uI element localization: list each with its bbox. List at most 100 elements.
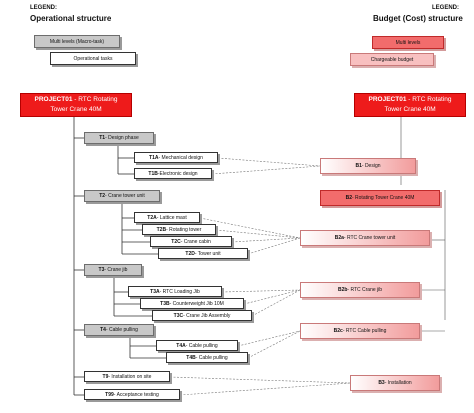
- task-t9[interactable]: T9 - Installation on site: [84, 371, 170, 382]
- task-t1a-code: T1A: [149, 154, 159, 161]
- task-t2a-label: - Lattice mast: [156, 214, 187, 221]
- task-t4[interactable]: T4 - Cable pulling: [84, 324, 154, 336]
- task-t1-label: - Design phase: [105, 135, 139, 141]
- map-t3c-b2b: [251, 289, 301, 317]
- budget-b2c-code: B2c: [333, 328, 343, 334]
- task-t4-code: T4: [100, 327, 106, 333]
- task-t1a-label: - Mechanical design: [158, 154, 203, 161]
- budget-b2b[interactable]: B2b - RTC Crane jib: [300, 282, 420, 298]
- budget-b2b-label: - RTC Crane jib: [347, 287, 383, 293]
- project-header-left: PROJECT01 - RTC Rotating Tower Crane 40M: [20, 93, 132, 117]
- task-t1b-code: T1B: [148, 170, 158, 177]
- task-t4b[interactable]: T4B - Cable pulling: [166, 352, 248, 363]
- task-t2a[interactable]: T2A - Lattice mast: [134, 212, 200, 223]
- task-t99[interactable]: T99 - Acceptance testing: [84, 389, 180, 400]
- budget-b2c-label: - RTC Cable pulling: [342, 328, 387, 334]
- budget-b2-code: B2: [345, 195, 352, 201]
- map-t9-b3: [169, 376, 351, 384]
- task-t4-label: - Cable pulling: [105, 327, 138, 333]
- task-t1b[interactable]: T1B -Electronic design: [134, 168, 212, 179]
- map-t2b-b2a: [215, 229, 301, 239]
- task-t2c-label: - Crane cabin: [180, 238, 211, 245]
- budget-b1-code: B1: [355, 163, 362, 169]
- task-t4a-code: T4A: [176, 342, 186, 349]
- map-t1a-b1: [217, 157, 321, 167]
- task-t4a-label: - Cable pulling: [185, 342, 218, 349]
- task-t3c-label: - Crane Jib Assembly: [183, 312, 231, 319]
- map-t3a-b2b: [221, 289, 301, 293]
- budget-b2c[interactable]: B2c - RTC Cable pulling: [300, 323, 420, 339]
- task-t2b-label: - Rotating tower: [166, 226, 202, 233]
- task-t2b-code: T2B: [156, 226, 167, 233]
- task-t2d[interactable]: T2D - Tower unit: [158, 248, 248, 259]
- task-t4b-code: T4B: [186, 354, 196, 361]
- mapping-lines: [169, 157, 351, 396]
- legend-left-title: Operational structure: [30, 14, 112, 23]
- budget-b3-label: - Installation: [384, 380, 412, 386]
- task-t3b-code: T3B: [160, 300, 170, 307]
- project-name-left: - RTC Rotating: [72, 96, 118, 103]
- map-t99-b3: [179, 382, 351, 396]
- legend-multi-levels-box: Multi levels: [372, 36, 444, 49]
- task-t99-label: - Acceptance testing: [113, 391, 159, 398]
- task-t3b[interactable]: T3B - Counterweight Jib 10M: [140, 298, 244, 309]
- task-t3c-code: T3C: [173, 312, 184, 319]
- project-header-right: PROJECT01 - RTC Rotating Tower Crane 40M: [354, 93, 466, 117]
- task-t1-code: T1: [99, 135, 106, 141]
- task-t3b-label: - Counterweight Jib 10M: [169, 300, 224, 307]
- budget-b2a[interactable]: B2a - RTC Crane tower unit: [300, 230, 430, 246]
- task-t4b-label: - Cable pulling: [195, 354, 228, 361]
- map-t2d-b2a: [247, 237, 301, 255]
- map-t4b-b2c: [247, 330, 301, 359]
- task-t2-label: - Crane tower unit: [105, 193, 145, 199]
- legend-chargeable-budget-box: Chargeable budget: [350, 53, 434, 66]
- task-t3-label: - Crane jib: [104, 267, 128, 273]
- map-t2c-b2a: [231, 237, 301, 243]
- legend-right-title: Budget (Cost) structure: [373, 14, 463, 23]
- task-t99-code: T99: [105, 391, 114, 398]
- legend-left-label: LEGEND:: [30, 5, 57, 11]
- budget-tree-lines: [400, 116, 446, 332]
- project-name-right: - RTC Rotating: [406, 96, 452, 103]
- budget-b2[interactable]: B2 - Rotating Tower Crane 40M: [320, 190, 440, 206]
- task-t1b-label: -Electronic design: [157, 170, 198, 177]
- task-t2-code: T2: [99, 193, 106, 199]
- legend-multi-levels-label: Multi levels: [395, 39, 421, 46]
- task-t9-code: T9: [102, 373, 109, 380]
- task-t2[interactable]: T2 - Crane tower unit: [84, 190, 160, 202]
- budget-b3[interactable]: B3 - Installation: [350, 375, 440, 391]
- task-t3[interactable]: T3 - Crane jib: [84, 264, 142, 276]
- task-t3c[interactable]: T3C - Crane Jib Assembly: [152, 310, 252, 321]
- task-t1[interactable]: T1 - Design phase: [84, 132, 154, 144]
- task-t3-code: T3: [98, 267, 105, 273]
- task-t3a-code: T3A: [150, 288, 160, 295]
- task-t9-label: - Installation on site: [108, 373, 152, 380]
- task-t3a-label: - RTC Loading Jib: [159, 288, 200, 295]
- operational-tree-lines: [73, 116, 166, 396]
- legend-operational-task-label: Operational tasks: [73, 55, 113, 62]
- budget-b2-label: - Rotating Tower Crane 40M: [351, 195, 415, 201]
- task-t2c[interactable]: T2C - Crane cabin: [150, 236, 232, 247]
- project-code-right: PROJECT01: [368, 96, 407, 103]
- task-t4a[interactable]: T4A - Cable pulling: [156, 340, 238, 351]
- budget-b1-label: - Design: [361, 163, 381, 169]
- budget-b2a-code: B2a: [334, 235, 344, 241]
- map-t4a-b2c: [237, 330, 301, 347]
- task-t3a[interactable]: T3A - RTC Loading Jib: [128, 286, 222, 297]
- budget-b2a-label: - RTC Crane tower unit: [343, 235, 396, 241]
- budget-b1[interactable]: B1 - Design: [320, 158, 416, 174]
- task-t2c-code: T2C: [171, 238, 181, 245]
- task-t1a[interactable]: T1A - Mechanical design: [134, 152, 218, 163]
- task-t2d-label: - Tower unit: [194, 250, 221, 257]
- project-name-right-line2: Tower Crane 40M: [384, 106, 436, 113]
- budget-b2b-code: B2b: [337, 287, 348, 293]
- budget-b3-code: B3: [378, 380, 385, 386]
- legend-macro-task-label: Multi levels (Macro-task): [49, 38, 105, 45]
- legend-right-label: LEGEND:: [432, 5, 459, 11]
- task-t2b[interactable]: T2B - Rotating tower: [142, 224, 216, 235]
- legend-chargeable-budget-label: Chargeable budget: [370, 56, 414, 63]
- map-t3b-b2b: [243, 289, 301, 305]
- legend-operational-task-box: Operational tasks: [50, 52, 136, 65]
- map-t1b-b1: [211, 165, 321, 175]
- task-t2a-code: T2A: [147, 214, 157, 221]
